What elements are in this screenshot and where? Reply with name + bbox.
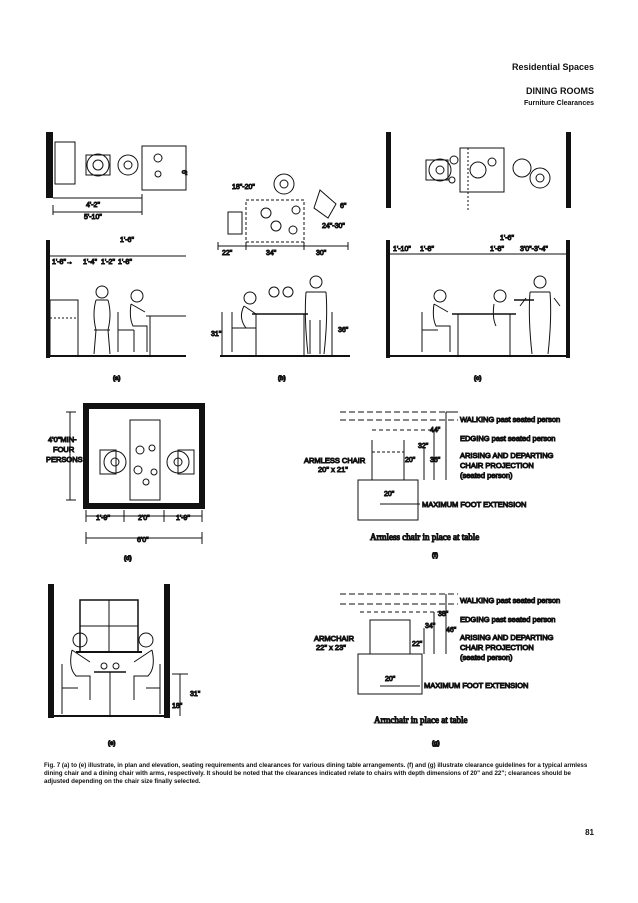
chair-label: ARMCHAIR — [314, 634, 355, 643]
chair-label: ARMLESS CHAIR — [304, 456, 366, 465]
panel-d: 4'0"MIN- FOUR PERSONS 1'-9" 2'0" 1'-9" 6… — [46, 403, 205, 563]
dim-label: 1'-6" — [500, 235, 514, 242]
dim-label: 31" — [190, 691, 201, 698]
dim-label: 22" — [222, 250, 233, 257]
standing-figure-icon — [304, 275, 328, 355]
clearance-note: CHAIR PROJECTION — [460, 461, 534, 470]
panel-c: 1'-10" 1'-8" 1'-8" 3'0"-3'-4" 1'-6" (c) — [386, 132, 571, 383]
svg-text:1'-8"→: 1'-8"→ — [52, 259, 73, 266]
dim-label: 2'0" — [138, 515, 150, 522]
clearance-note: ARISING AND DEPARTING — [460, 451, 554, 460]
dim-label: 36" — [338, 327, 349, 334]
svg-text:6': 6' — [180, 170, 187, 175]
clearance-note: CHAIR PROJECTION — [460, 643, 534, 652]
seated-figure-icon — [492, 289, 507, 327]
panel-e: 31" 18" (e) — [48, 584, 201, 748]
panel-label: (d) — [124, 556, 132, 562]
dim-label: 24"-30" — [322, 223, 345, 230]
clearance-note: EDGING past seated person — [460, 434, 555, 443]
chair-icon — [99, 449, 117, 475]
dim-label: 18"-20" — [232, 184, 255, 191]
clearance-note: WALKING past seated person — [460, 415, 560, 424]
page-title: DINING ROOMS — [525, 86, 594, 96]
dim-label: 36" — [430, 457, 441, 464]
panel-label: (f) — [432, 553, 438, 559]
seated-figure-icon — [421, 289, 451, 352]
dim-label: 3'0"-3'-4" — [520, 246, 548, 253]
panel-caption: Armchair in place at table — [374, 715, 467, 725]
dim-label: 32" — [418, 443, 429, 450]
chair-label: 20" x 21" — [318, 465, 348, 474]
svg-text:1'-8": 1'-8" — [118, 259, 132, 266]
dim-label: 1'-10" — [393, 246, 411, 253]
panel-a: 4'-2" 5'-10" 6' 1'-8"→ 1'-4" 1'-2" 1'-8"… — [46, 132, 188, 383]
chair-icon — [425, 159, 449, 181]
dim-label: 6" — [340, 203, 347, 210]
chair-icon — [177, 449, 195, 475]
panel-label: (b) — [278, 376, 286, 382]
standing-figure-icon — [93, 285, 111, 355]
dim-label: 5'-10" — [84, 214, 102, 221]
dim-label: 34" — [266, 250, 277, 257]
chair-label: 22" x 23" — [316, 643, 346, 652]
section-header: Residential Spaces — [511, 62, 594, 72]
clearance-note: ARISING AND DEPARTING — [460, 633, 554, 642]
dim-label: 38" — [438, 611, 449, 618]
chair-icon — [227, 211, 243, 235]
panel-b: 18"-20" 6" 24"-30" 22" 34" 30" 31" 36" (… — [211, 173, 350, 383]
page-number: 81 — [585, 828, 594, 837]
svg-text:1'-4": 1'-4" — [83, 259, 97, 266]
clearance-note: (seated person) — [460, 653, 513, 662]
panel-label: (a) — [113, 376, 120, 382]
panel-caption: Armless chair in place at table — [370, 532, 479, 542]
dim-label: 20" — [385, 676, 396, 683]
dim-label: 20" — [384, 491, 395, 498]
svg-text:1'-8": 1'-8" — [420, 246, 434, 253]
panel-f: 44" 32" 20" 36" 20" ARMLESS CHAIR 20" x … — [304, 411, 561, 560]
seated-figure-icon — [61, 632, 91, 714]
dim-label: 18" — [172, 703, 183, 710]
panel-label: (e) — [108, 741, 115, 747]
dim-label: 1'-8" — [490, 246, 504, 253]
clearance-note: EDGING past seated person — [460, 615, 555, 624]
dim-label: 1'-9" — [176, 515, 190, 522]
side-label: PERSONS — [46, 455, 83, 464]
side-label: 4'0"MIN- — [48, 435, 77, 444]
panel-g: 38" 34" 46" 22" 20" ARMCHAIR 22" x 23" W… — [314, 593, 561, 748]
svg-text:1'-2": 1'-2" — [101, 259, 115, 266]
dim-label: 34" — [425, 623, 436, 630]
dim-label: 30" — [316, 250, 327, 257]
clearance-note: MAXIMUM FOOT EXTENSION — [422, 500, 526, 509]
dim-label: 1'-9" — [96, 515, 110, 522]
clearance-note: WALKING past seated person — [460, 596, 560, 605]
figure-caption: Fig. 7 (a) to (e) illustrate, in plan an… — [44, 762, 588, 785]
panel-label: (g) — [432, 741, 440, 747]
dim-label: 20" — [405, 457, 416, 464]
panel-label: (c) — [474, 376, 481, 382]
dim-label: 31" — [211, 331, 222, 338]
seated-figure-icon — [117, 289, 148, 352]
dim-label: 6'0" — [137, 537, 149, 544]
chair-icon — [313, 189, 337, 219]
seated-figure-icon — [85, 153, 163, 178]
dim-label: 1'-6" — [120, 237, 134, 244]
side-label: FOUR — [53, 445, 75, 454]
dim-label: 46" — [446, 627, 457, 634]
seated-figure-icon — [268, 286, 294, 298]
seated-figure-icon — [133, 632, 161, 714]
dim-label: 44" — [430, 427, 441, 434]
seated-figure-icon — [231, 291, 257, 354]
page-subtitle: Furniture Clearances — [523, 100, 594, 107]
dim-label: 4'-2" — [86, 202, 100, 209]
clearance-note: (seated person) — [460, 471, 513, 480]
dim-label: 22" — [412, 641, 423, 648]
standing-figure-icon — [514, 275, 561, 355]
clearance-note: MAXIMUM FOOT EXTENSION — [424, 681, 528, 690]
